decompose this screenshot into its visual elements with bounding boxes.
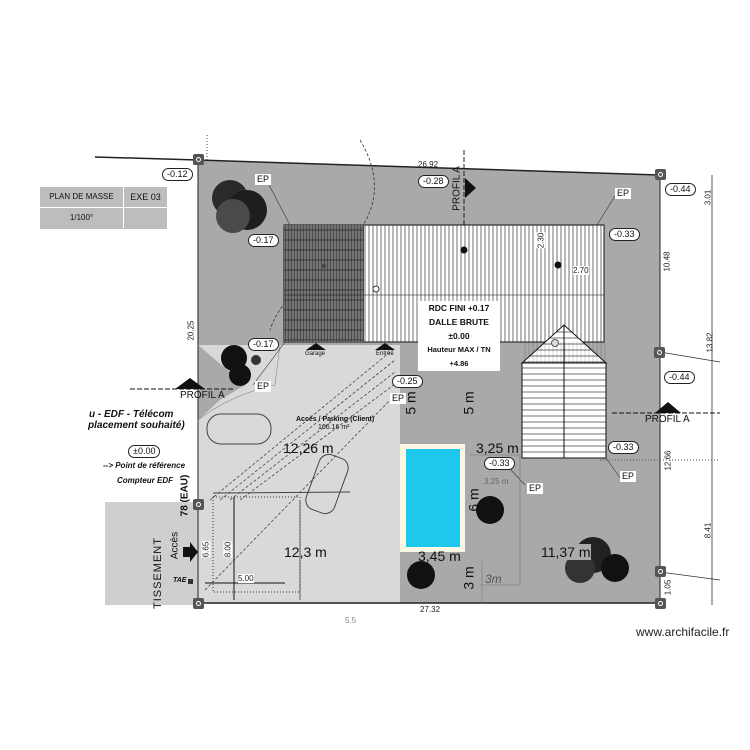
- ep-label: EP: [615, 188, 632, 199]
- profil-label-east: PROFIL A: [645, 414, 690, 425]
- title-block: PLAN DE MASSE EXE 03 1/100°: [40, 187, 167, 229]
- pool-width: 3,45 m: [418, 548, 461, 564]
- access-label: Accès: [169, 531, 181, 560]
- survey-marker-ne: [655, 169, 666, 180]
- ep-label: EP: [527, 483, 544, 494]
- watermark: www.archifacile.fr: [636, 625, 730, 639]
- sketch-measure: 3,25 m: [484, 477, 509, 486]
- access-dim-h2: 6.65: [201, 541, 211, 558]
- level-tag: -0.44: [664, 371, 695, 384]
- rdc-level: RDC FINI +0.17: [428, 303, 490, 313]
- gap-east: 5 m: [460, 391, 477, 415]
- profil-label-north: PROFIL A: [451, 166, 463, 211]
- level-tag: -0.28: [418, 175, 449, 188]
- ep-label: EP: [255, 381, 272, 392]
- level-tag: -0.17: [248, 234, 279, 247]
- gap-south: 3 m: [460, 566, 477, 590]
- survey-marker-sw: [193, 598, 204, 609]
- gap-west: 5 m: [402, 391, 419, 415]
- dim-west: 20.25: [186, 320, 196, 341]
- dalle-level: DALLE BRUTE ±0.00: [429, 317, 489, 341]
- dim-inner-width: 2.70: [573, 266, 589, 275]
- measure-d1: 12,26 m: [283, 440, 334, 456]
- level-tag: -0.25: [392, 375, 423, 388]
- ep-label: EP: [390, 393, 407, 404]
- dim-east-mid: 12.66: [663, 450, 673, 471]
- profil-label-west: PROFIL A: [180, 390, 225, 401]
- level-tag: -0.12: [162, 168, 193, 181]
- survey-marker-se1: [655, 566, 666, 577]
- dim-east-lower: 8.41: [703, 522, 713, 539]
- ep-label: EP: [255, 174, 272, 185]
- dim-east-bottom: 1.05: [663, 579, 673, 596]
- level-tag: -0.17: [248, 338, 279, 351]
- entree-label: Entrée: [376, 351, 394, 357]
- level-tag: ±0.00: [128, 445, 161, 458]
- water-label: 78 (EAU): [179, 474, 191, 517]
- survey-marker-w: [193, 499, 204, 510]
- level-tag: -0.33: [608, 441, 639, 454]
- measure-d3: 3,25 m: [476, 440, 519, 456]
- level-tag: -0.33: [609, 228, 640, 241]
- tae-box: [188, 579, 193, 584]
- dim-east-total: 13.82: [705, 332, 715, 353]
- pool-height: 6 m: [465, 488, 482, 512]
- title-scale: 1/100°: [40, 208, 124, 228]
- survey-marker-e: [654, 347, 665, 358]
- title-label: PLAN DE MASSE: [40, 187, 124, 208]
- dim-east-upper: 10.48: [662, 251, 672, 272]
- level-tag: -0.33: [484, 457, 515, 470]
- dim-east-top: 3.01: [703, 189, 713, 206]
- utilities-line2: placement souhaité): [88, 420, 185, 431]
- dim-south: 27.32: [420, 605, 441, 614]
- level-tag: -0.44: [665, 183, 696, 196]
- dim-inner-height: 2.30: [536, 232, 546, 249]
- ep-label: EP: [620, 471, 637, 482]
- title-code: EXE 03: [124, 187, 167, 208]
- measure-d4: 11,37 m: [541, 544, 591, 560]
- parking-title: Accès / Parking (Client): [296, 416, 375, 423]
- sketch-measure-2: 3m: [485, 572, 502, 586]
- lotissement-label: TISSEMENT: [152, 537, 164, 609]
- bottom-sketch: 5.5: [345, 616, 357, 625]
- access-dim-w: 5.00: [238, 574, 254, 583]
- reference-point: --> Point de référence: [103, 461, 186, 470]
- measure-d2: 12,3 m: [284, 544, 327, 560]
- compteur-edf: Compteur EDF: [117, 476, 173, 485]
- garage-label: Garage: [305, 351, 326, 357]
- max-height: Hauteur MAX / TN +4.86: [427, 345, 491, 368]
- dim-north: 26.92: [418, 160, 439, 169]
- tae-label: TAE: [173, 577, 187, 584]
- survey-marker-nw: [193, 154, 204, 165]
- utilities-line1: u - EDF - Télécom: [89, 409, 174, 420]
- house-info-box: RDC FINI +0.17 DALLE BRUTE ±0.00 Hauteur…: [418, 301, 500, 371]
- swimming-pool: [406, 449, 460, 547]
- parking-area: 166.16 m²: [318, 424, 350, 431]
- survey-marker-se2: [655, 598, 666, 609]
- access-dim-h1: 8.00: [223, 541, 233, 558]
